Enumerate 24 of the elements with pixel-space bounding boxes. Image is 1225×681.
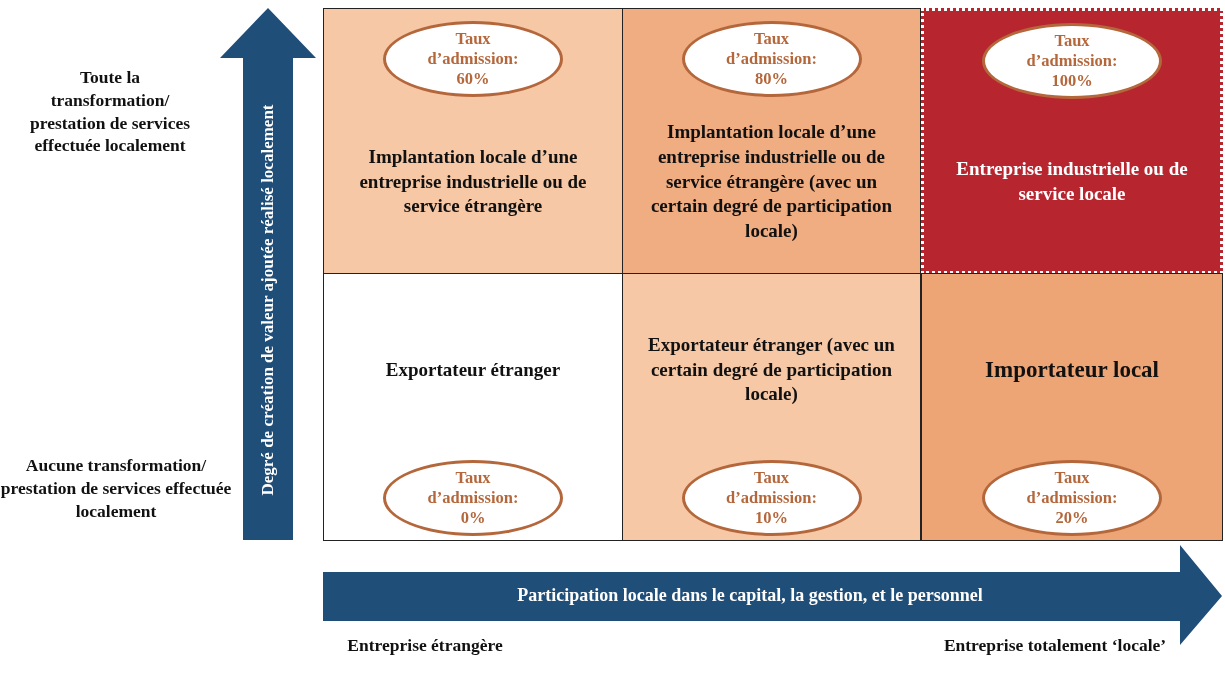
- cell-text: Implantation locale d’une entreprise industrielle ou de service étrangère (avec un certain degré de participation locale): [649, 120, 894, 244]
- rate-oval: Taux d’admission: 60%: [383, 21, 563, 97]
- matrix-cell: [323, 8, 623, 274]
- rate-oval: Taux d’admission: 10%: [681, 460, 862, 536]
- cell-text: Exportateur étranger: [384, 357, 562, 382]
- cell-text: Implantation locale d’une entreprise industrielle ou de service étrangère: [358, 144, 588, 219]
- matrix-cell: [921, 8, 1223, 274]
- axis-end-label: Toute la transformation/ prestation de services effectuée localement: [28, 66, 192, 157]
- axis-end-label: Entreprise étrangère: [346, 634, 504, 657]
- matrix-cell: [622, 273, 921, 541]
- axis-label: Degré de création de valeur ajoutée réalisé localement: [258, 104, 278, 496]
- cell-text: Importateur local: [984, 356, 1160, 385]
- axis-end-label: Entreprise totalement ‘locale’: [942, 634, 1168, 657]
- rate-oval: Taux d’admission: 80%: [681, 21, 862, 97]
- axis-label: Participation locale dans le capital, la gestion, et le personnel: [516, 585, 984, 606]
- rate-oval: Taux d’admission: 0%: [383, 460, 563, 536]
- matrix-cell: [921, 273, 1223, 541]
- cell-text: Exportateur étranger (avec un certain degré de participation locale): [647, 332, 896, 407]
- matrix-cell: [622, 8, 921, 274]
- rate-oval: Taux d’admission: 100%: [982, 23, 1162, 99]
- rate-oval: Taux d’admission: 20%: [982, 460, 1162, 536]
- matrix-cell: [323, 273, 623, 541]
- cell-text: Entreprise industrielle ou de service locale: [955, 157, 1189, 206]
- axis-end-label: Aucune transformation/ prestation de services effectuée localement: [0, 454, 232, 523]
